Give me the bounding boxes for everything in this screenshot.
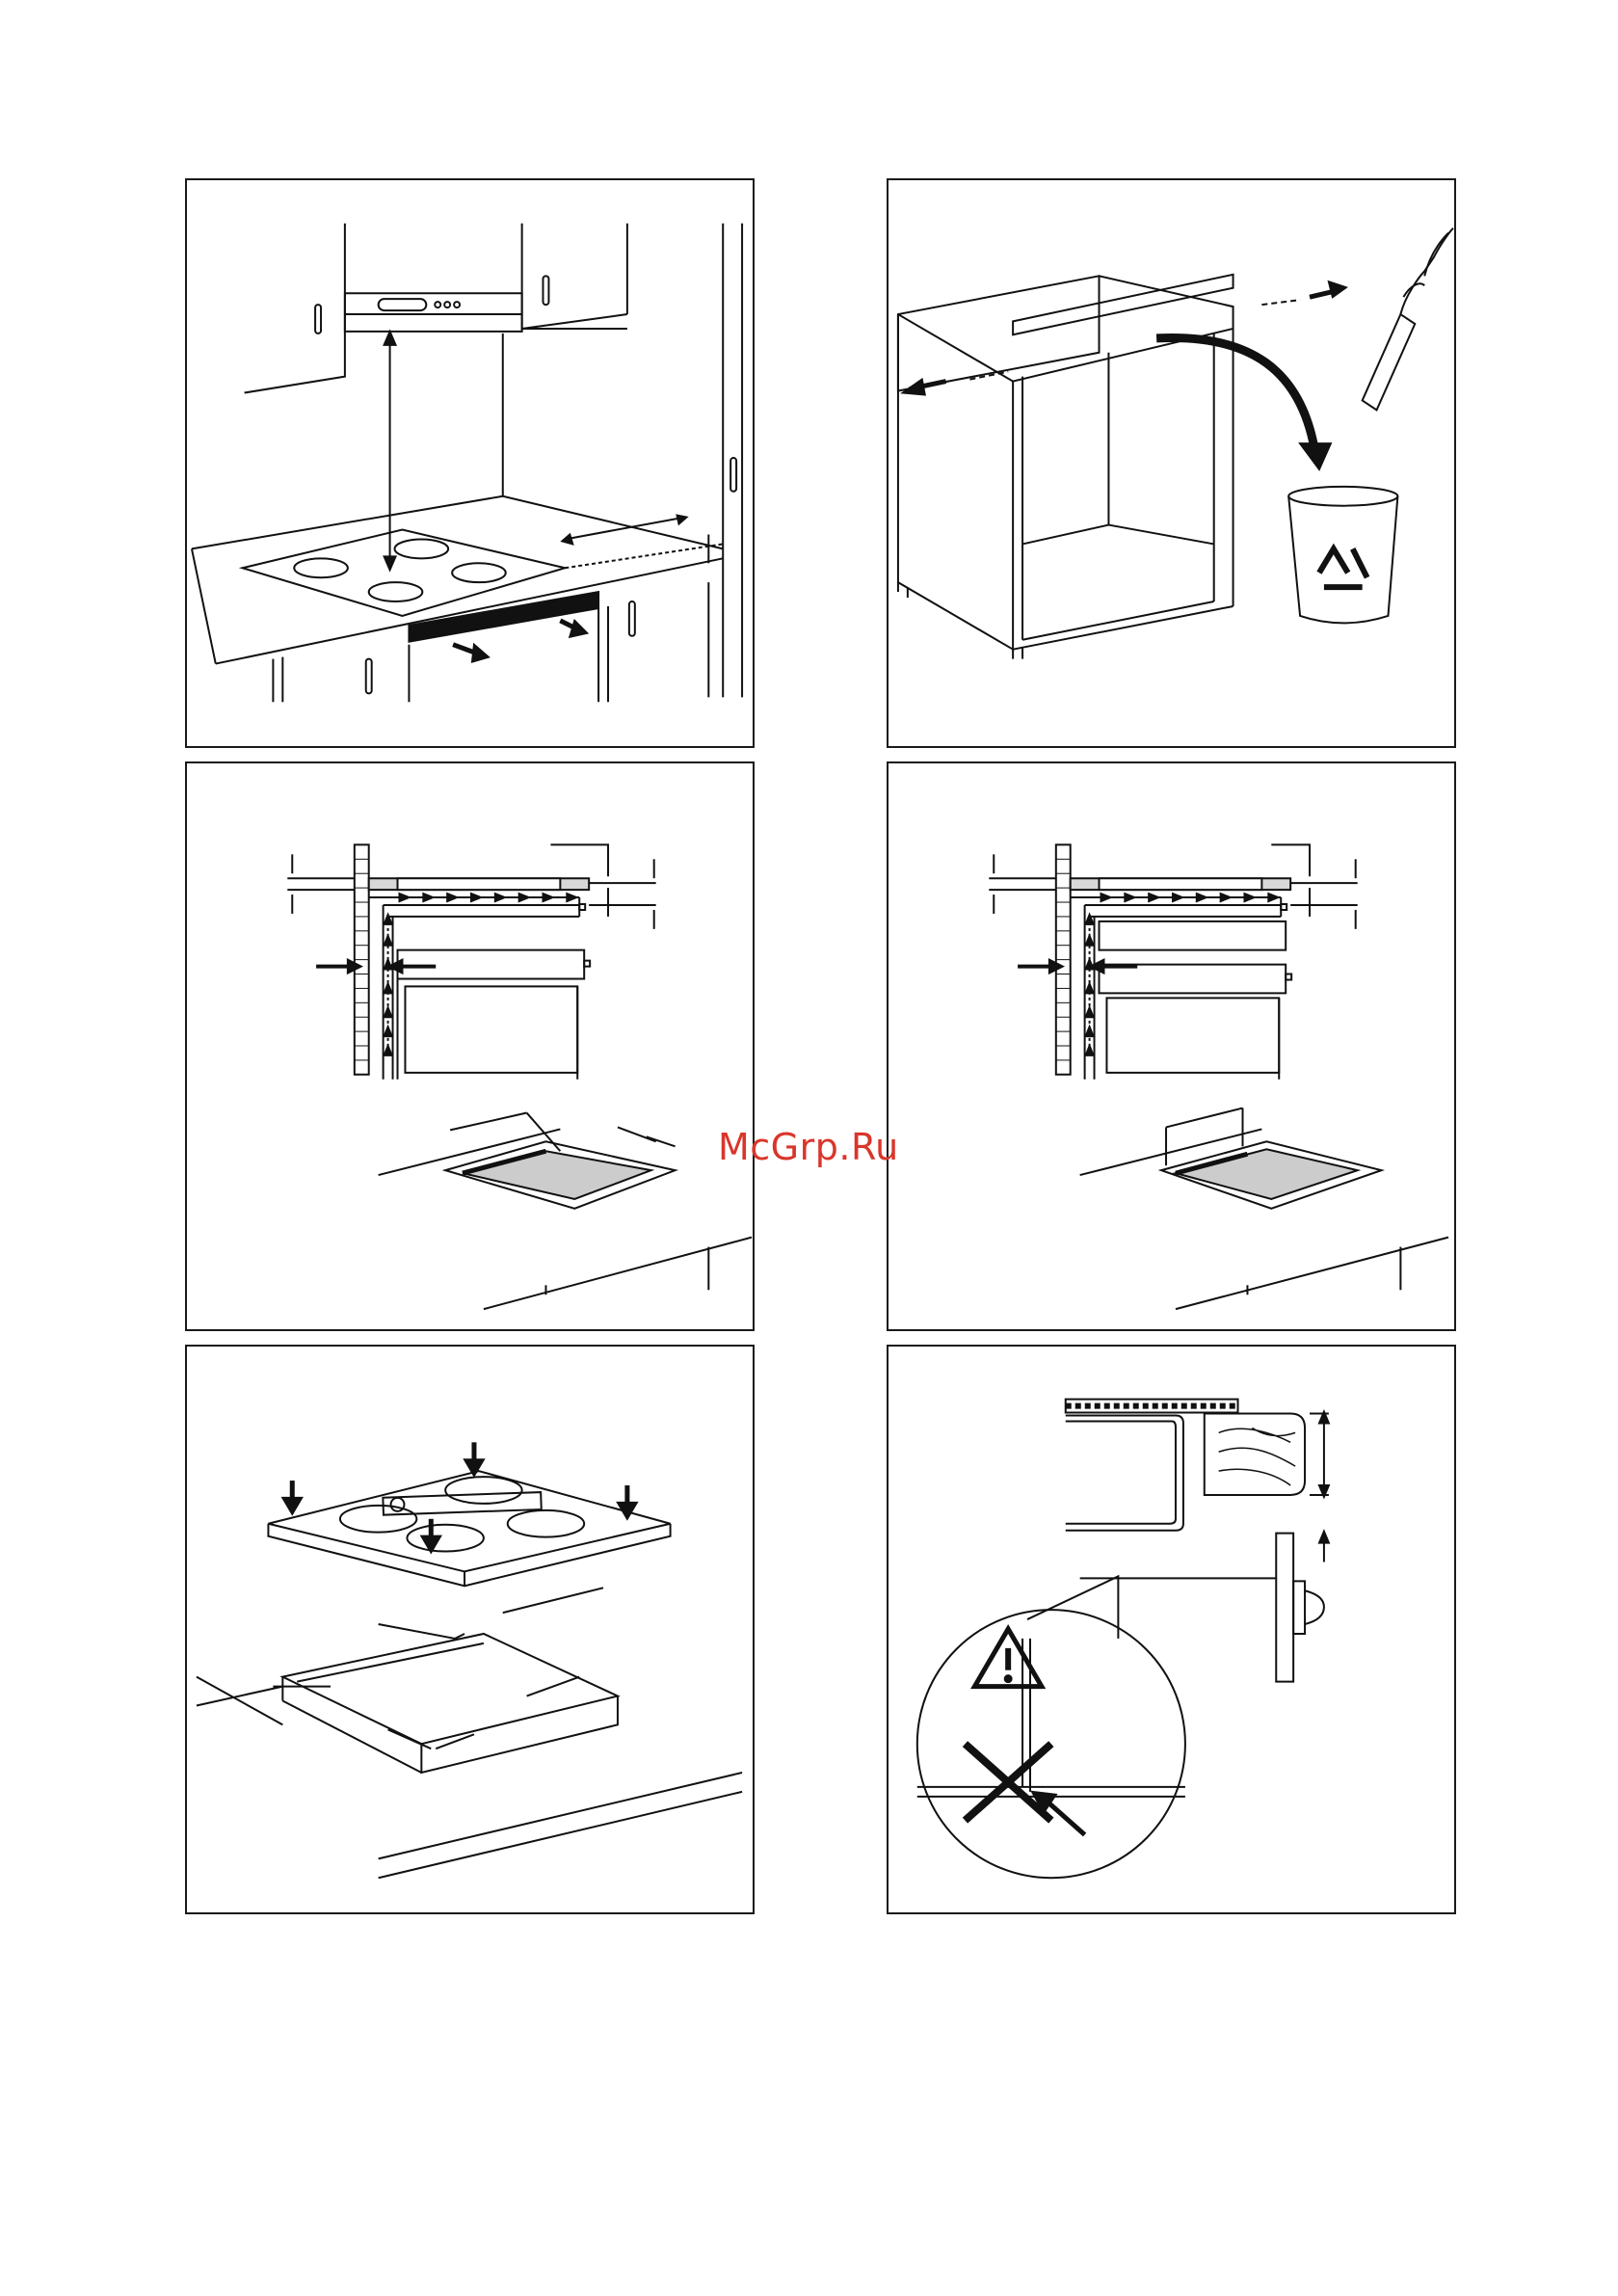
panel-worktop-edge-warning	[887, 1345, 1456, 1914]
cabinet-rail-illustration	[889, 180, 1454, 746]
hob-under-hood-illustration	[187, 180, 753, 746]
watermark-text: McGrp.Ru	[718, 1126, 899, 1168]
recycle-icon	[1319, 548, 1367, 587]
prohibited-x-icon	[965, 1744, 1050, 1820]
panel-ventilation-oven-right	[887, 761, 1456, 1331]
panel-remove-cabinet-rail	[887, 178, 1456, 748]
ventilation-diagram-left	[187, 763, 753, 1329]
hob-placement-illustration	[187, 1347, 753, 1912]
warning-triangle-icon	[974, 1629, 1042, 1687]
panel-place-hob-seal	[185, 1345, 755, 1914]
panel-hood-clearance	[185, 178, 755, 748]
ventilation-diagram-right	[889, 763, 1454, 1329]
panel-ventilation-oven-left	[185, 761, 755, 1331]
worktop-edge-illustration	[889, 1347, 1454, 1912]
